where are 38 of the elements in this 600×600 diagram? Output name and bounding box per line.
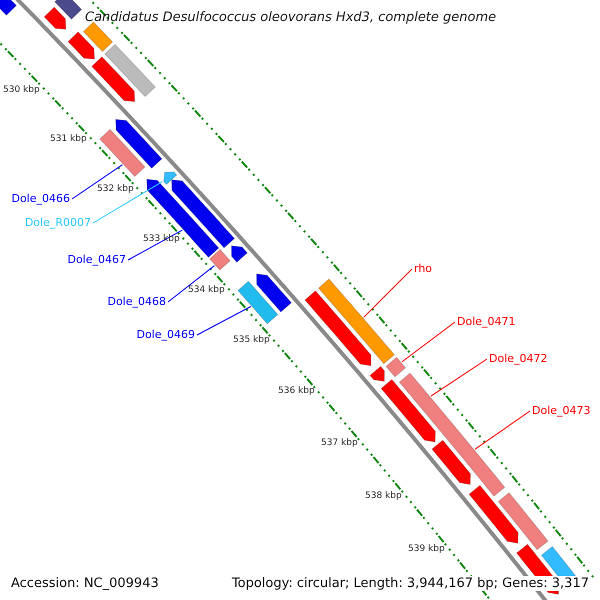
- tick-label: 538 kbp: [365, 492, 402, 501]
- tick-label: 533 kbp: [143, 235, 180, 244]
- gene-label: Dole_R0007: [24, 217, 91, 228]
- leader-line: [401, 322, 456, 362]
- tick-label: 534 kbp: [188, 286, 225, 295]
- gene-label: Dole_0471: [457, 316, 516, 327]
- tick-label: 536 kbp: [278, 387, 315, 396]
- gene-label: rho: [414, 263, 432, 274]
- leader-line: [72, 164, 123, 200]
- gene-feature: [386, 356, 406, 378]
- tick-label: 531 kbp: [50, 135, 87, 144]
- tick-label: 539 kbp: [408, 545, 445, 554]
- leader-line: [430, 358, 488, 397]
- leader-line: [92, 181, 163, 224]
- leader-line: [196, 306, 252, 336]
- leader-line: [363, 268, 412, 318]
- gene-label: Dole_0469: [136, 329, 195, 340]
- leader-line: [128, 230, 183, 260]
- tick-label: 537 kbp: [321, 439, 358, 448]
- gene-label: Dole_0473: [532, 405, 591, 416]
- gene-feature: [304, 290, 372, 366]
- gene-label: Dole_0466: [11, 193, 70, 204]
- gene-feature: [99, 128, 146, 178]
- leader-line: [168, 265, 215, 302]
- gene-feature: [163, 172, 178, 186]
- title: Candidatus Desulfococcus oleovorans Hxd3, complete genome: [85, 11, 496, 24]
- gene-label: Dole_0467: [67, 254, 126, 265]
- tick-label: 535 kbp: [233, 336, 270, 345]
- gene-feature: [318, 278, 395, 365]
- leader-line: [474, 410, 530, 450]
- tick-label: 530 kbp: [3, 86, 40, 95]
- gene-feature: [237, 280, 278, 324]
- gene-label: Dole_0468: [107, 296, 166, 307]
- tick-label: 532 kbp: [97, 185, 134, 194]
- gene-feature: [209, 248, 231, 271]
- accession-text: Accession: NC_009943: [9, 576, 161, 591]
- genome-summary: Topology: circular; Length: 3,944,167 bp; Genes: 3,317: [230, 576, 591, 591]
- gene-label: Dole_0472: [489, 353, 548, 364]
